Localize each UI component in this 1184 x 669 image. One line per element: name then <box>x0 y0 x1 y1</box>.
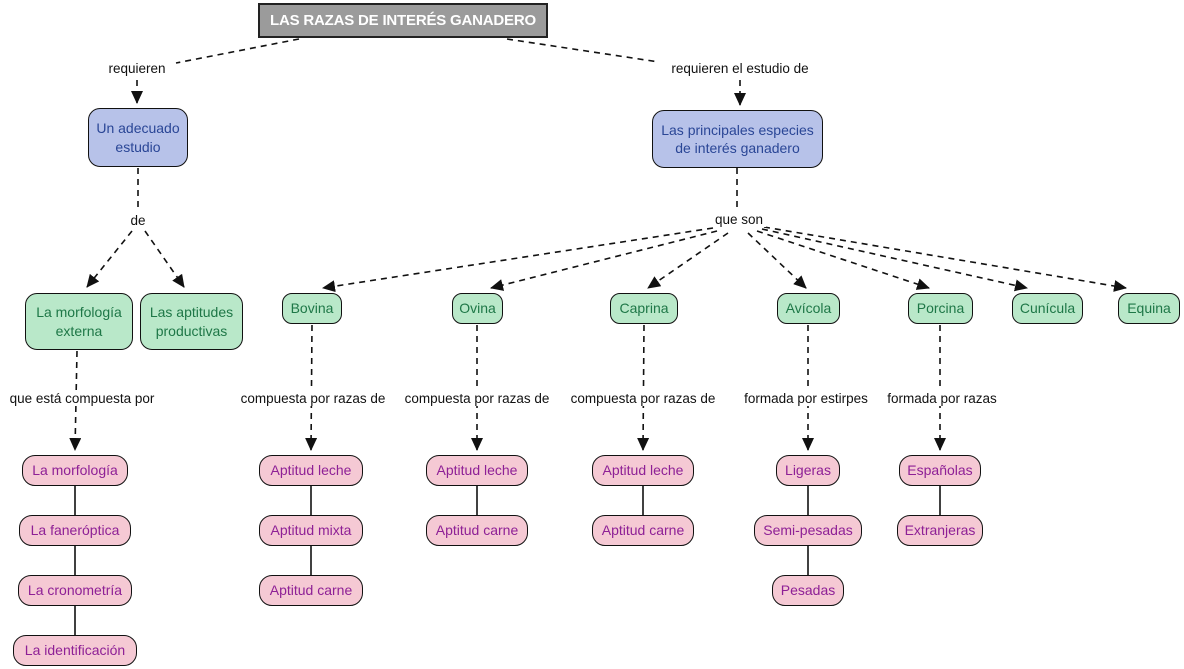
node-principales-especies: Las principales especies de interés gana… <box>652 110 823 168</box>
edge-label-compuesta-caprina: compuesta por razas de <box>567 391 719 406</box>
edge-title-requieren <box>175 38 300 64</box>
node-porcina-extranjeras: Extranjeras <box>897 515 983 546</box>
node-la-identificacion: La identificación <box>13 635 137 666</box>
edge-label-que-esta-compuesta-por: que está compuesta por <box>6 391 158 406</box>
node-bovina-aptitud-leche: Aptitud leche <box>259 455 363 486</box>
node-ovina-aptitud-carne: Aptitud carne <box>426 515 528 546</box>
edge-de-morfologia-externa <box>86 230 133 288</box>
edge-label-requieren-el-estudio-de: requieren el estudio de <box>668 61 812 76</box>
edge-label-formada-por-estirpes: formada por estirpes <box>741 391 871 406</box>
edge-bovina-stem <box>305 324 318 451</box>
node-morfologia-externa: La morfología externa <box>25 293 133 350</box>
edge-label-compuesta-ovina: compuesta por razas de <box>401 391 553 406</box>
node-caprina-aptitud-carne: Aptitud carne <box>592 515 694 546</box>
node-la-morfologia: La morfología <box>22 455 128 486</box>
node-avicola: Avícola <box>777 293 840 324</box>
edge-queson-cunicula <box>761 228 1028 292</box>
node-avicola-ligeras: Ligeras <box>776 455 840 486</box>
node-ovina: Ovina <box>452 293 503 324</box>
edge-label-que-son: que son <box>711 212 767 227</box>
node-cunicula: Cunícula <box>1012 293 1083 324</box>
edge-label-formada-por-razas: formada por razas <box>884 391 1000 406</box>
node-bovina: Bovina <box>282 293 342 324</box>
node-porcina-espanolas: Españolas <box>899 455 981 486</box>
node-caprina-aptitud-leche: Aptitud leche <box>592 455 694 486</box>
node-un-adecuado-estudio: Un adecuado estudio <box>88 108 188 167</box>
node-title: LAS RAZAS DE INTERÉS GANADERO <box>258 3 548 38</box>
edge-queson-avicola <box>747 232 807 289</box>
edge-label-compuesta-bovina: compuesta por razas de <box>237 391 389 406</box>
edge-queson-equina <box>763 226 1127 292</box>
node-la-cronometria: La cronometría <box>18 575 132 606</box>
node-porcina: Porcina <box>908 293 973 324</box>
edge-queson-caprina <box>647 232 729 289</box>
edge-caprina-stem <box>637 324 650 451</box>
edge-de-aptitudes <box>144 230 185 288</box>
edge-label-de: de <box>127 213 149 228</box>
node-bovina-aptitud-mixta: Aptitud mixta <box>259 515 363 546</box>
edge-label-requieren: requieren <box>105 61 169 76</box>
node-avicola-semipesadas: Semi-pesadas <box>754 515 862 546</box>
edge-queson-ovina <box>490 230 718 291</box>
node-aptitudes-productivas: Las aptitudes productivas <box>140 293 243 350</box>
node-la-faneroptica: La faneróptica <box>19 515 131 546</box>
edge-queson-bovina <box>322 227 714 293</box>
node-equina: Equina <box>1118 293 1180 324</box>
node-caprina: Caprina <box>610 293 678 324</box>
edge-queson-porcina <box>756 230 930 290</box>
node-avicola-pesadas: Pesadas <box>772 575 844 606</box>
node-bovina-aptitud-carne: Aptitud carne <box>259 575 363 606</box>
node-ovina-aptitud-leche: Aptitud leche <box>426 455 528 486</box>
edge-title-requieren-estudio <box>506 38 660 63</box>
